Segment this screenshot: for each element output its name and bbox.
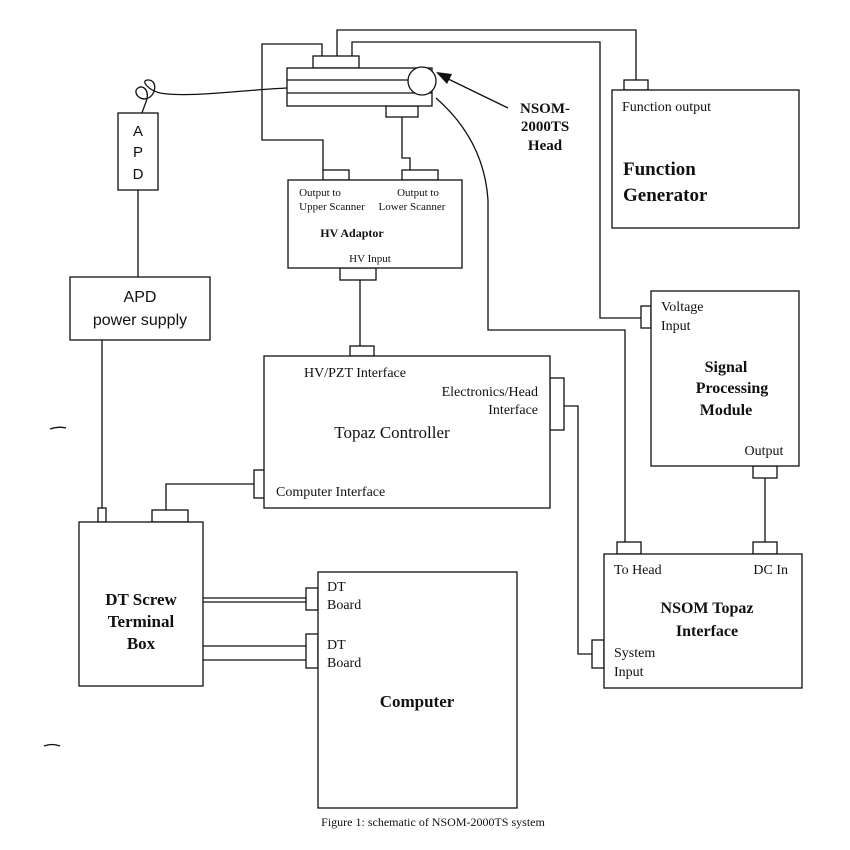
signal-output-label: Output [745,444,784,459]
head-bottom-tab [385,105,419,118]
wire-head-to-upper-scanner [261,43,324,170]
hv-input-label: HV Input [349,253,391,265]
function-generator-title-line1: Function [623,159,696,180]
hv-upper-label-line2: Upper Scanner [299,201,365,213]
hv-pzt-port [349,345,375,357]
apd-power-supply: APD power supply [69,276,211,341]
hv-adaptor-lower-port [401,169,439,181]
to-head-label: To Head [614,563,662,578]
head-top-tab [312,55,360,69]
head-body-outer [286,67,433,107]
dt-board-2-label-line1: DT [327,638,346,653]
function-generator-title-line2: Generator [623,185,708,206]
function-generator-box [611,89,800,229]
head-roller [407,66,437,96]
electronics-head-label-line1: Electronics/Head [442,385,538,400]
nsom-head: NSOM- 2000TS Head [286,55,570,154]
hv-adaptor-upper-port [322,169,350,181]
dc-in-port [752,541,778,555]
dt-board-2-port [305,633,319,669]
apd-box [117,112,159,191]
head-pointer-arrow [439,74,509,109]
computer-title: Computer [380,692,455,711]
voltage-input-label-line1: Voltage [661,300,704,315]
computer: DT Board DT Board Computer [305,571,518,809]
dt-screw-small-port [97,507,107,523]
nsom-topaz-title-line1: NSOM Topaz [661,600,754,617]
apd-power-supply-line2: power supply [93,312,187,329]
scan-mark-1 [49,426,67,430]
signal-processing-title-line3: Module [700,402,752,419]
signal-processing-title-line2: Processing [696,380,769,397]
hv-adaptor-box [287,179,463,269]
apd-letter-p: P [133,144,143,161]
voltage-input-label-line2: Input [661,319,691,334]
dt-board-1-port [305,587,319,611]
computer-interface-label: Computer Interface [276,485,385,500]
system-input-label-line1: System [614,646,655,661]
connection-wires [101,29,766,661]
nsom-topaz-interface: To Head DC In NSOM Topaz Interface Syste… [591,541,803,689]
apd-letter-a: A [133,123,143,140]
head-label-line1: NSOM- [520,101,570,117]
function-output-label: Function output [622,100,711,115]
topaz-controller-title: Topaz Controller [334,423,450,442]
scan-mark-2 [43,743,61,747]
nsom-topaz-title-line2: Interface [676,623,738,640]
computer-box [317,571,518,809]
wire-head-to-topaz-interface [435,97,626,542]
wire-controller-to-dt-screw [165,483,254,510]
wire-head-to-function-generator [336,29,637,80]
function-generator: Function output Function Generator [611,79,800,229]
apd-power-supply-box [69,276,211,341]
figure-caption: Figure 1: schematic of NSOM-2000TS syste… [321,815,545,829]
signal-processing-module: Voltage Input Signal Processing Module O… [640,290,800,479]
wire-dt-screw-to-board1 [203,597,306,603]
electronics-head-port [549,377,565,431]
wire-controller-to-system-input [564,405,592,655]
hv-adaptor: Output to Upper Scanner Output to Lower … [287,169,463,281]
hv-upper-label-line1: Output to [299,187,341,199]
dc-in-label: DC In [753,563,788,578]
system-input-port [591,639,605,669]
dt-screw-top-port [151,509,189,523]
dt-board-1-label-line1: DT [327,580,346,595]
dt-screw-title-line2: Terminal [108,612,175,631]
function-output-port [623,79,649,91]
hv-adaptor-title: HV Adaptor [320,226,384,240]
signal-processing-box [650,290,800,467]
signal-output-port [752,465,778,479]
apd-letter-d: D [133,166,144,183]
optical-fiber [135,79,289,129]
nsom-topaz-interface-box [603,553,803,689]
dt-screw-box [78,521,204,687]
wire-head-to-lower-scanner [401,117,411,170]
electronics-head-label-line2: Interface [488,403,538,418]
hv-lower-label-line2: Lower Scanner [379,201,446,213]
dt-board-2-label-line2: Board [327,656,361,671]
dt-board-1-label-line2: Board [327,598,361,613]
system-input-label-line2: Input [614,665,644,680]
apd-detector: A P D [117,112,159,191]
dt-screw-title-line3: Box [127,634,156,653]
dt-screw-terminal-box: DT Screw Terminal Box [78,507,204,687]
signal-processing-title-line1: Signal [705,359,748,376]
apd-power-supply-line1: APD [124,289,157,306]
wire-head-to-voltage-input [351,41,641,319]
head-label-line3: Head [528,138,563,154]
topaz-controller-box [263,355,551,509]
hv-adaptor-input-port [339,267,377,281]
voltage-input-port [640,305,652,329]
hv-pzt-label: HV/PZT Interface [304,366,406,381]
head-pointer-arrowhead [436,72,452,84]
dt-screw-title-line1: DT Screw [105,590,177,609]
topaz-controller: HV/PZT Interface Electronics/Head Interf… [253,345,565,509]
head-label-line2: 2000TS [521,119,569,135]
to-head-port [616,541,642,555]
hv-lower-label-line1: Output to [397,187,439,199]
